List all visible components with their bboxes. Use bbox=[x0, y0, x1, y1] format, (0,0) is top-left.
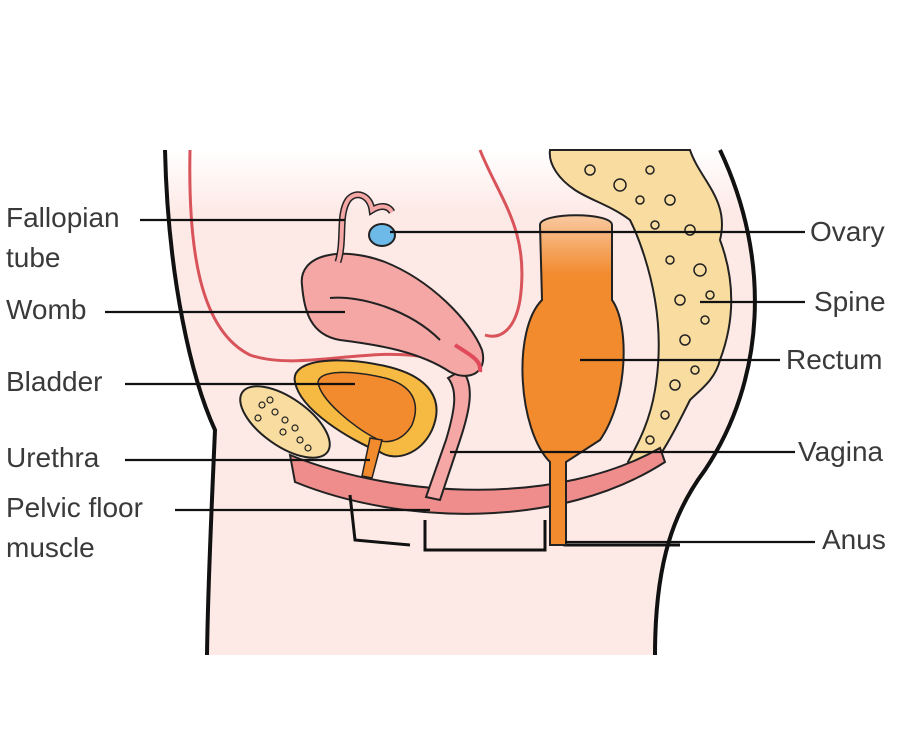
label-ovary: Ovary bbox=[810, 216, 885, 247]
label-pelvic-floor-muscle: Pelvic floor muscle bbox=[6, 492, 143, 563]
label-vagina: Vagina bbox=[798, 436, 884, 467]
rectum bbox=[521, 214, 625, 546]
body-outline-left bbox=[163, 149, 218, 656]
ovary bbox=[368, 223, 396, 247]
label-anus: Anus bbox=[822, 524, 886, 555]
abdominal-wall bbox=[188, 149, 431, 363]
label-bladder: Bladder bbox=[6, 366, 103, 397]
pelvic-floor-muscle bbox=[288, 446, 667, 515]
label-rectum: Rectum bbox=[786, 344, 883, 375]
bladder-inner bbox=[317, 371, 417, 443]
leader-lines bbox=[105, 218, 815, 544]
womb-cavity bbox=[329, 296, 441, 341]
womb-lining bbox=[453, 343, 483, 373]
pubic-bone bbox=[239, 385, 331, 459]
pubic-bone-texture bbox=[254, 396, 312, 452]
vagina bbox=[424, 368, 471, 502]
label-fallopian-tube: Fallopian tube bbox=[6, 202, 120, 273]
label-urethra: Urethra bbox=[6, 442, 100, 473]
peritoneum bbox=[478, 149, 524, 338]
body-outline-right bbox=[653, 149, 757, 656]
urethra bbox=[361, 437, 383, 479]
spine-texture bbox=[584, 164, 715, 445]
label-womb: Womb bbox=[6, 294, 87, 325]
label-spine: Spine bbox=[814, 286, 886, 317]
